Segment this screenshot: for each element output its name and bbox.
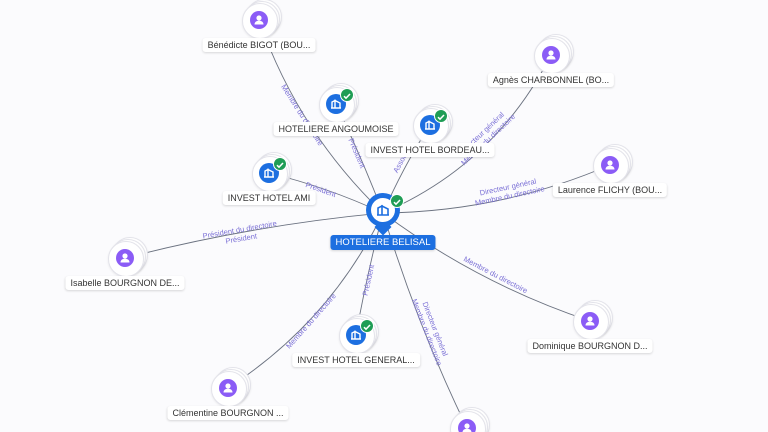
person-icon xyxy=(219,379,237,397)
edge-label-angoumoise: Président xyxy=(346,137,367,170)
verified-check-icon xyxy=(390,194,404,208)
node-label[interactable]: Clémentine BOURGNON ... xyxy=(167,406,289,420)
person-icon xyxy=(458,419,476,432)
node-label[interactable]: Isabelle BOURGNON DE... xyxy=(65,276,185,290)
node-label[interactable]: Agnès CHARBONNEL (BO... xyxy=(487,73,615,87)
edge-flichy xyxy=(382,164,611,214)
edge-label-clementine: Membre du directoire xyxy=(284,291,338,350)
person-icon xyxy=(601,156,619,174)
verified-check-icon xyxy=(340,88,354,102)
node-label[interactable]: Laurence FLICHY (BOU... xyxy=(552,183,668,197)
node-label[interactable]: INVEST HOTEL BORDEAU... xyxy=(365,143,495,157)
stack-card xyxy=(593,148,629,184)
verified-check-icon xyxy=(273,157,287,171)
node-label[interactable]: INVEST HOTEL AMI xyxy=(222,191,316,205)
person-icon xyxy=(542,46,560,64)
person-icon xyxy=(581,312,599,330)
node-label[interactable]: Bénédicte BIGOT (BOU... xyxy=(202,38,316,52)
edge-isabelle xyxy=(124,212,384,259)
verified-check-icon xyxy=(434,109,448,123)
verified-check-icon xyxy=(360,319,374,333)
edge-label-bigot: Membre du directoire xyxy=(279,83,325,147)
edge-dominique xyxy=(382,212,591,322)
edge-label-general: Président xyxy=(361,263,377,297)
person-icon xyxy=(116,249,134,267)
edge-label-dominique: Membre du directoire xyxy=(462,254,529,295)
node-label[interactable]: HOTELIERE ANGOUMOISE xyxy=(273,122,399,136)
stack-card xyxy=(534,38,570,74)
node-label[interactable]: Dominique BOURGNON D... xyxy=(527,339,653,353)
person-icon xyxy=(250,11,268,29)
node-label[interactable]: INVEST HOTEL GENERAL... xyxy=(292,353,420,367)
center-node-label[interactable]: HOTELIERE BELISAL xyxy=(330,235,436,250)
